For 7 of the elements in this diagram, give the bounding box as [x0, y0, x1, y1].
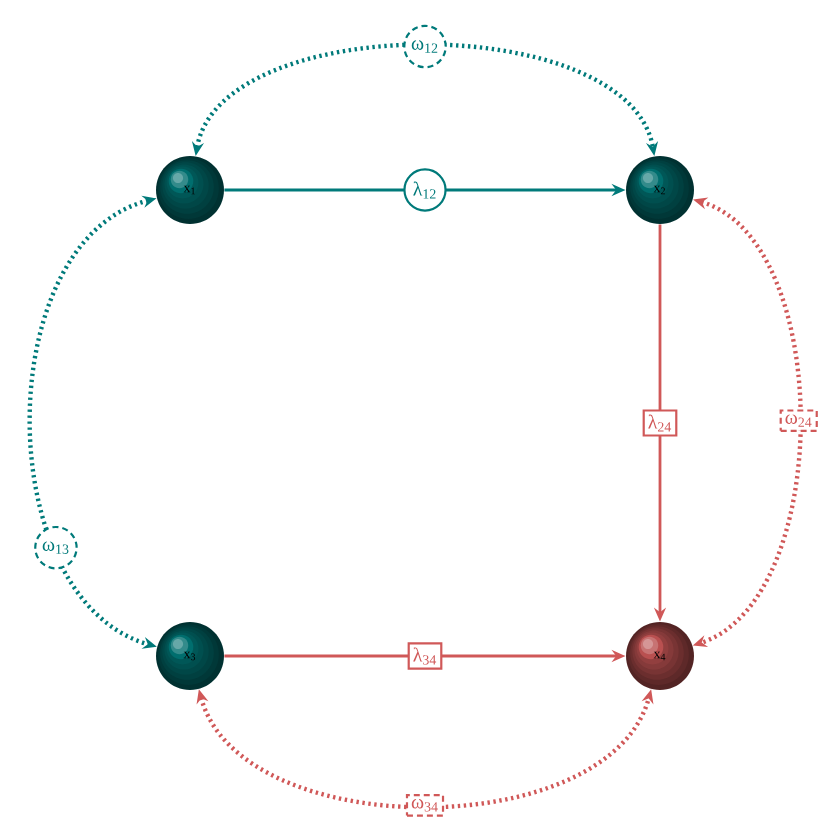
edge-label: ω$_{12}$: [403, 24, 447, 69]
edge-label: ω$_{34}$: [405, 794, 445, 817]
edge-label: λ$_{12}$: [403, 168, 447, 212]
edge-label: ω$_{13}$: [34, 525, 78, 570]
edge-label: λ$_{24}$: [642, 409, 678, 437]
edge-label: λ$_{34}$: [407, 642, 443, 670]
edge-label: ω$_{24}$: [779, 409, 818, 432]
